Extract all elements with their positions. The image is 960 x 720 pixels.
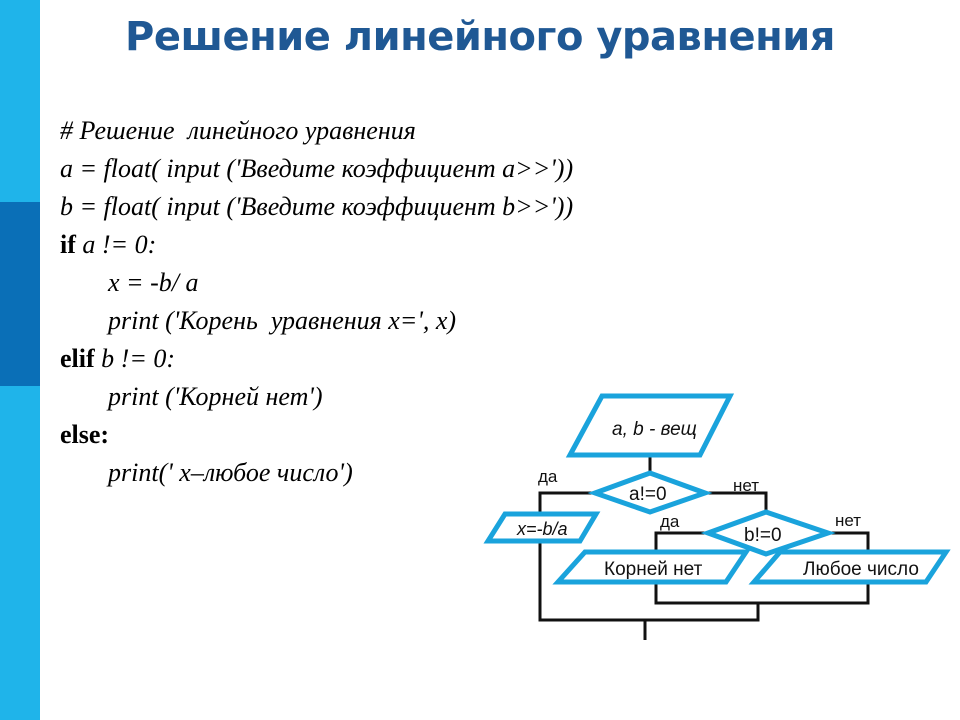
connector-d1-no: [705, 491, 768, 512]
code-line-print-root: print ('Корень уравнения x=', x): [108, 306, 457, 335]
decision1-yes-label: да: [538, 467, 558, 486]
decision1-diamond: [587, 470, 713, 515]
code-line-elif: elif b != 0:: [60, 340, 573, 378]
assign-label: x=-b/a: [516, 519, 568, 539]
code-line-print-none: print ('Корней нет'): [108, 382, 323, 411]
keyword-else: else:: [60, 420, 110, 449]
code-line-input-a: a = float( input ('Введите коэффициент a…: [60, 154, 574, 183]
connector-none-down: [654, 582, 758, 605]
flowchart-connectors: [538, 455, 870, 640]
connector-any-down: [758, 582, 870, 605]
code-line-input-b: b = float( input ('Введите коэффициент b…: [60, 192, 574, 221]
sidebar-stripe-accent: [0, 202, 40, 386]
code-block: # Решение линейного уравнения a = float(…: [60, 112, 573, 492]
decision1-label: a!=0: [629, 484, 667, 505]
output-none-label: Корней нет: [604, 559, 703, 580]
connector-d2-no: [828, 531, 870, 552]
connector-d1-yes: [538, 491, 595, 514]
output-any-label: Любое число: [803, 559, 919, 580]
connector-d2-yes: [654, 531, 708, 552]
keyword-elif: elif: [60, 344, 95, 373]
code-comment: # Решение линейного уравнения: [60, 116, 416, 145]
decision2-diamond: [700, 509, 836, 557]
code-line-print-any: print(' x–любое число'): [108, 458, 353, 487]
decision2-label: b!=0: [744, 525, 782, 546]
condition-if: a != 0:: [75, 230, 157, 259]
decision2-yes-label: да: [660, 512, 680, 531]
condition-elif: b != 0:: [94, 344, 176, 373]
output-none-parallelogram: [552, 549, 751, 585]
decision1-no-label: нет: [733, 476, 759, 495]
page-title: Решение линейного уравнения: [125, 14, 835, 60]
input-parallelogram: [565, 393, 735, 458]
connector-merge: [645, 603, 760, 622]
decision2-no-label: нет: [835, 511, 861, 530]
output-any-parallelogram: [748, 549, 951, 585]
flowchart: a, b - вещ a!=0 да нет x=-b/a b!=0 да не…: [483, 393, 951, 640]
code-line-if: if a != 0:: [60, 226, 573, 264]
code-line-assign-x: x = -b/ a: [108, 268, 199, 297]
flowchart-shapes: [483, 393, 951, 585]
assign-parallelogram: [483, 511, 601, 544]
input-label: a, b - вещ: [612, 419, 697, 440]
keyword-if: if: [60, 230, 76, 259]
connector-assign-down: [538, 541, 645, 622]
